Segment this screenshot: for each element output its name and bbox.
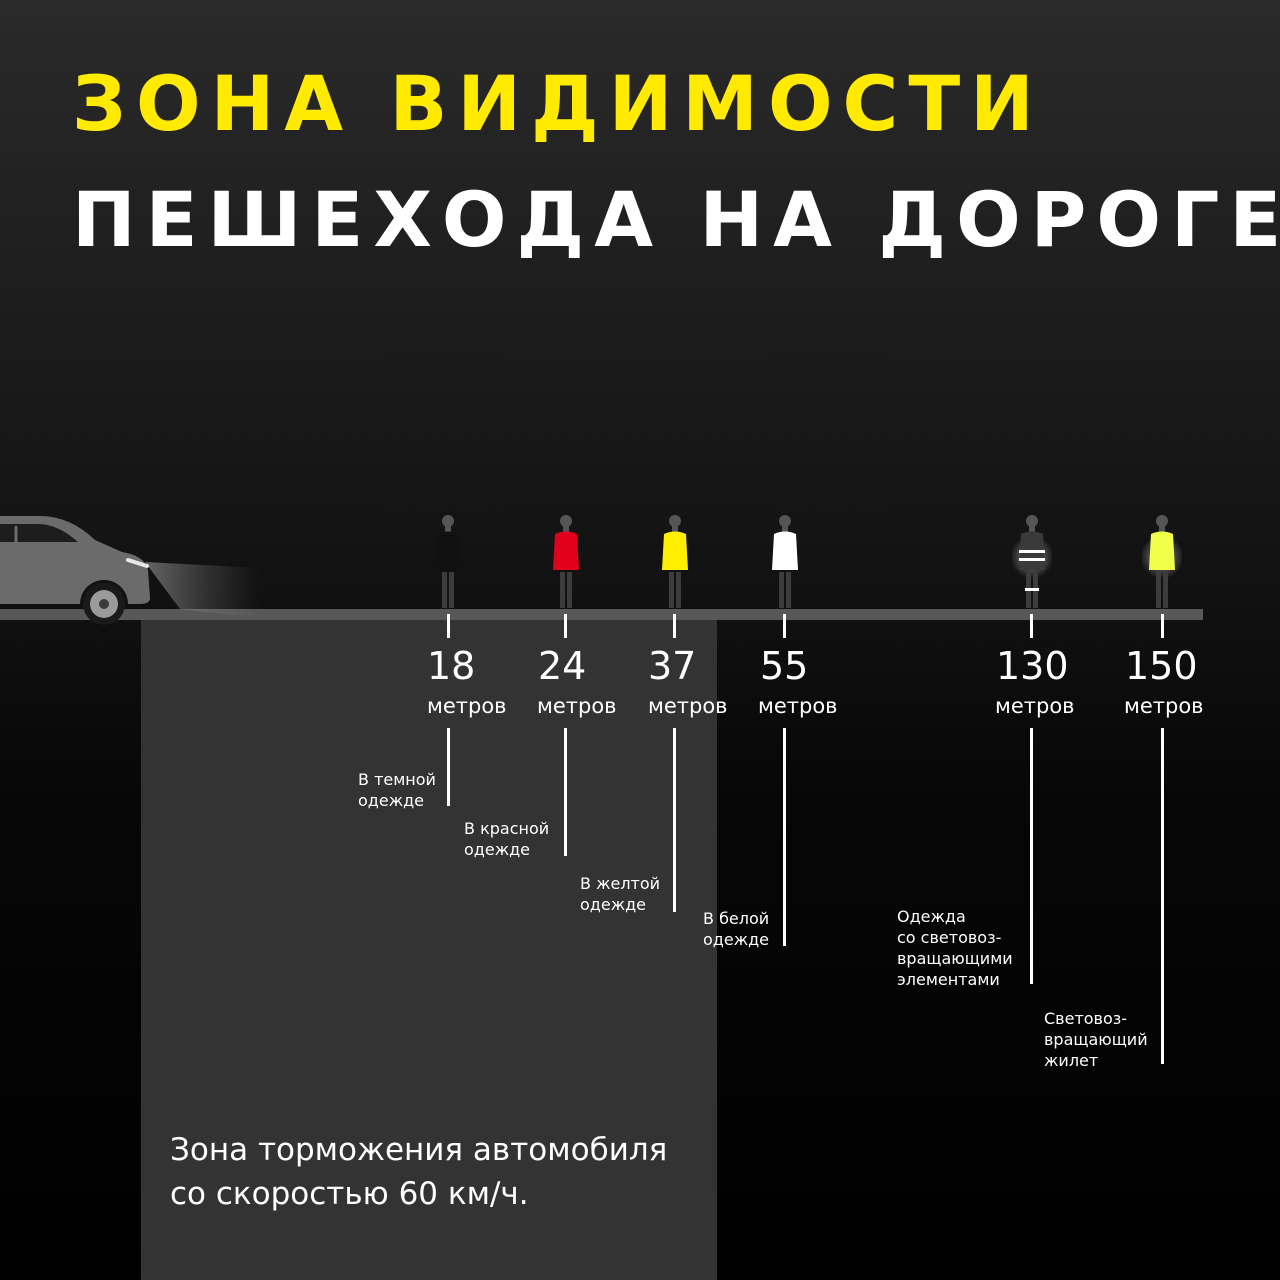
distance-tick xyxy=(673,614,676,638)
distance-tick xyxy=(1030,614,1033,638)
pedestrian-leg xyxy=(449,572,454,608)
pedestrian-head xyxy=(1156,515,1168,527)
pedestrian-reflective-elements-icon xyxy=(1012,515,1052,608)
label-line: одежде xyxy=(703,930,770,949)
label-leader-line xyxy=(447,728,450,806)
distance-unit: метров xyxy=(427,694,507,718)
label-red-clothing: В красной одежде xyxy=(464,818,549,860)
pedestrian-head xyxy=(1026,515,1038,527)
braking-zone-caption-line: со скоростью 60 км/ч. xyxy=(170,1176,529,1212)
distance-value: 18 xyxy=(427,644,476,688)
pedestrian-leg xyxy=(567,572,572,608)
distance-unit: метров xyxy=(758,694,838,718)
braking-zone-caption-line: Зона торможения автомобиля xyxy=(170,1132,668,1168)
label-line: одежде xyxy=(580,895,647,914)
label-white-clothing: В белой одежде xyxy=(703,908,769,950)
distance-unit: метров xyxy=(995,694,1075,718)
pedestrian-head xyxy=(779,515,791,527)
distance-value: 37 xyxy=(648,644,697,688)
pedestrian-leg xyxy=(676,572,681,608)
pedestrian-neck xyxy=(445,526,451,532)
pedestrian-neck xyxy=(1159,526,1165,532)
pedestrian-yellow-clothing-icon xyxy=(662,515,688,608)
label-line: В красной xyxy=(464,819,550,838)
label-leader-line xyxy=(1030,728,1033,984)
pedestrian-leg xyxy=(669,572,674,608)
label-dark-clothing: В темной одежде xyxy=(358,769,436,811)
pedestrian-torso xyxy=(435,531,461,570)
pedestrian-torso xyxy=(772,531,798,570)
distance-tick xyxy=(447,614,450,638)
distance-value: 130 xyxy=(996,644,1069,688)
distance-unit: метров xyxy=(648,694,728,718)
braking-zone-caption: Зона торможения автомобиля со скоростью … xyxy=(170,1128,730,1216)
braking-zone xyxy=(141,620,717,1280)
label-line: Световоз- xyxy=(1044,1009,1128,1028)
car-icon xyxy=(0,516,260,625)
pedestrian-torso xyxy=(553,531,579,570)
label-line: Одежда xyxy=(897,907,966,926)
pedestrian-head xyxy=(560,515,572,527)
distance-tick xyxy=(1161,614,1164,638)
label-line: вращающими xyxy=(897,949,1013,968)
distance-tick xyxy=(783,614,786,638)
pedestrian-red-clothing-icon xyxy=(553,515,579,608)
road xyxy=(0,609,1203,620)
title-line-2: ПЕШЕХОДА НА ДОРОГЕ xyxy=(72,175,1280,264)
label-leader-line xyxy=(1161,728,1164,1064)
pedestrian-leg xyxy=(779,572,784,608)
pedestrian-reflective-vest-icon xyxy=(1142,515,1182,608)
pedestrian-leg xyxy=(1163,572,1168,608)
reflective-stripe xyxy=(1025,588,1039,591)
distance-tick xyxy=(564,614,567,638)
label-line: жилет xyxy=(1044,1051,1099,1070)
pedestrian-neck xyxy=(1029,526,1035,532)
reflective-stripe xyxy=(1019,558,1045,561)
distance-value: 55 xyxy=(760,644,809,688)
pedestrian-neck xyxy=(782,526,788,532)
label-yellow-clothing: В желтой одежде xyxy=(580,873,660,915)
pedestrian-torso xyxy=(1149,531,1175,570)
label-leader-line xyxy=(673,728,676,912)
pedestrian-leg xyxy=(1156,572,1161,608)
pedestrian-leg xyxy=(786,572,791,608)
pedestrian-leg xyxy=(560,572,565,608)
pedestrian-torso xyxy=(662,531,688,570)
label-line: В желтой xyxy=(580,874,661,893)
pedestrian-white-clothing-icon xyxy=(772,515,798,608)
label-reflective-elements: Одежда со световоз- вращающими элементам… xyxy=(897,906,1013,990)
reflective-stripe xyxy=(1019,550,1045,553)
label-line: одежде xyxy=(464,840,531,859)
distance-unit: метров xyxy=(537,694,617,718)
label-line: со световоз- xyxy=(897,928,1002,947)
pedestrian-dark-clothing-icon xyxy=(435,515,461,608)
label-line: В белой xyxy=(703,909,770,928)
label-line: В темной xyxy=(358,770,436,789)
pedestrian-neck xyxy=(672,526,678,532)
label-line: одежде xyxy=(358,791,425,810)
label-line: элементами xyxy=(897,970,1000,989)
label-line: вращающий xyxy=(1044,1030,1148,1049)
label-leader-line xyxy=(564,728,567,856)
title-line-1: ЗОНА ВИДИМОСТИ xyxy=(72,59,1044,148)
pedestrian-head xyxy=(669,515,681,527)
distance-value: 24 xyxy=(538,644,587,688)
distance-value: 150 xyxy=(1125,644,1198,688)
pedestrian-neck xyxy=(563,526,569,532)
distance-unit: метров xyxy=(1124,694,1204,718)
label-leader-line xyxy=(783,728,786,946)
label-reflective-vest: Световоз- вращающий жилет xyxy=(1044,1008,1148,1071)
pedestrian-head xyxy=(442,515,454,527)
pedestrian-leg xyxy=(442,572,447,608)
